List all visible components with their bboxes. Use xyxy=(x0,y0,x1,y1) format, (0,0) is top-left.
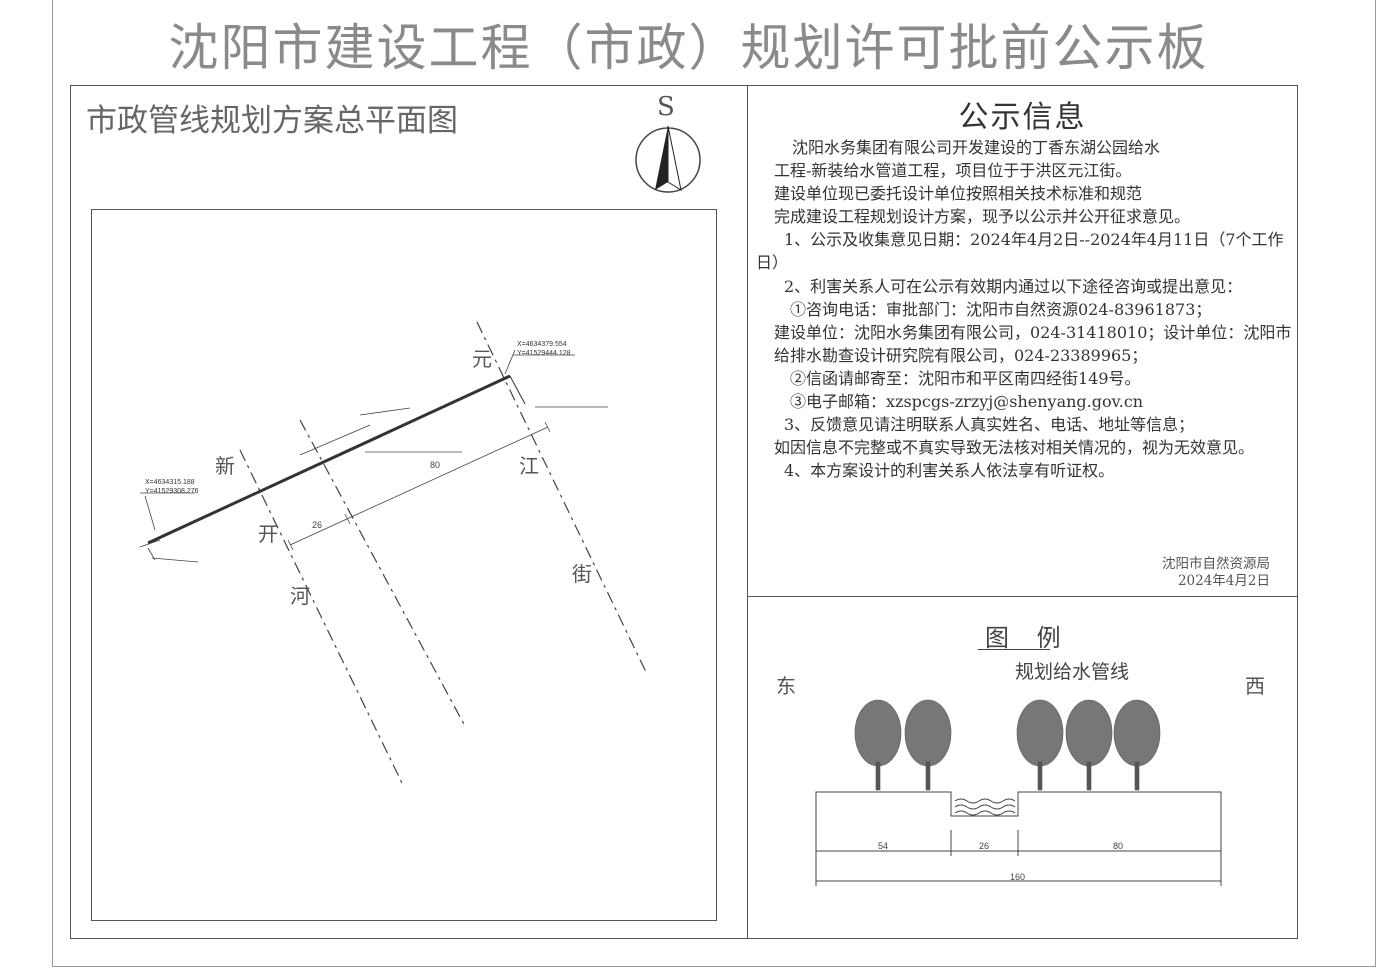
road-centerlines xyxy=(239,321,647,786)
vertical-divider xyxy=(747,85,748,938)
leader-lines xyxy=(139,349,608,563)
signature-block: 沈阳市自然资源局 2024年4月2日 xyxy=(1090,556,1270,590)
north-arrow-icon xyxy=(635,125,701,193)
coord-sw-y: Y=41529308.276 xyxy=(145,488,199,495)
dimension-80: 80 xyxy=(430,460,441,470)
tree-icon xyxy=(1016,699,1064,791)
coord-ne-y: Y=41529444.128 xyxy=(517,350,571,357)
page-title: 沈阳市建设工程（市政）规划许可批前公示板 xyxy=(168,19,1209,77)
tree-icon xyxy=(1065,699,1113,791)
road-label-jie: 街 xyxy=(572,562,592,586)
info-line: ①咨询电话：审批部门：沈阳市自然资源024-83961873； xyxy=(790,299,1212,319)
info-title: 公示信息 xyxy=(958,100,1087,135)
road-label-jiang: 江 xyxy=(519,454,539,478)
road-label-yuan: 元 xyxy=(472,347,492,371)
legend-dim-middle: 26 xyxy=(979,841,990,851)
direction-west: 西 xyxy=(1245,674,1265,698)
info-line: 建设单位：沈阳水务集团有限公司，024-31418010；设计单位：沈阳市 xyxy=(774,322,1292,342)
tree-icon xyxy=(1113,699,1161,791)
legend-title: 图 例 xyxy=(985,624,1071,652)
info-line: 工程-新装给水管道工程，项目位于于洪区元江街。 xyxy=(774,161,1132,181)
plan-drawing-frame xyxy=(91,209,717,921)
sign-date: 2024年4月2日 xyxy=(1177,573,1270,589)
info-line: 1、公示及收集意见日期：2024年4月2日--2024年4月11日（7个工作日） xyxy=(756,230,1284,273)
tree-icons xyxy=(854,699,1161,791)
road-label-xin: 新 xyxy=(215,454,235,478)
legend-underline xyxy=(978,649,1050,650)
direction-east: 东 xyxy=(776,674,796,698)
section-profile xyxy=(815,791,1222,886)
info-line: 给排水勘查设计研究院有限公司，024-23389965； xyxy=(774,345,1148,365)
info-line: 如因信息不完整或不真实导致无法核对相关情况的，视为无效意见。 xyxy=(774,438,1255,458)
signer: 沈阳市自然资源局 xyxy=(1162,556,1270,572)
dimension-lines xyxy=(147,407,551,561)
email-text: ③电子邮箱：xzspcgs-zrzyj@shenyang.gov.cn xyxy=(790,392,1144,412)
info-line: 完成建设工程规划设计方案，现予以公示并公开征求意见。 xyxy=(774,207,1191,227)
water-pipe-line xyxy=(147,374,526,545)
info-line: 3、反馈意见请注明联系人真实姓名、电话、地址等信息； xyxy=(784,415,1195,435)
coord-sw-x: X=4634315.188 xyxy=(145,479,195,486)
tree-icon xyxy=(904,699,952,791)
coord-ne-x: X=4634379.554 xyxy=(517,341,567,348)
legend-subtitle: 规划给水管线 xyxy=(1015,661,1130,683)
notice-frame xyxy=(70,85,1298,939)
info-line: 建设单位现已委托设计单位按照相关技术标准和规范 xyxy=(774,184,1143,204)
info-line: 2、利害关系人可在公示有效期内通过以下途径咨询或提出意见： xyxy=(784,276,1243,296)
info-line: 沈阳水务集团有限公司开发建设的丁香东湖公园给水 xyxy=(792,138,1161,157)
horizontal-divider xyxy=(748,596,1297,597)
legend-dim-left: 54 xyxy=(878,841,889,851)
sheet-border xyxy=(52,0,1376,967)
road-label-he: 河 xyxy=(290,584,310,608)
info-line: ②信函请邮寄至：沈阳市和平区南四经街149号。 xyxy=(790,368,1141,388)
legend-dim-right: 80 xyxy=(1113,841,1124,851)
info-line: 4、本方案设计的利害关系人依法享有听证权。 xyxy=(784,461,1115,481)
dimension-26: 26 xyxy=(312,520,323,530)
info-body: 沈阳水务集团有限公司开发建设的丁香东湖公园给水 工程-新装给水管道工程，项目位于… xyxy=(756,136,1292,482)
road-label-kai: 开 xyxy=(258,522,278,546)
legend-dim-total: 160 xyxy=(1010,872,1026,882)
plan-title: 市政管线规划方案总平面图 xyxy=(86,103,458,139)
north-arrow-label: S xyxy=(657,92,675,122)
tree-icon xyxy=(854,699,902,791)
